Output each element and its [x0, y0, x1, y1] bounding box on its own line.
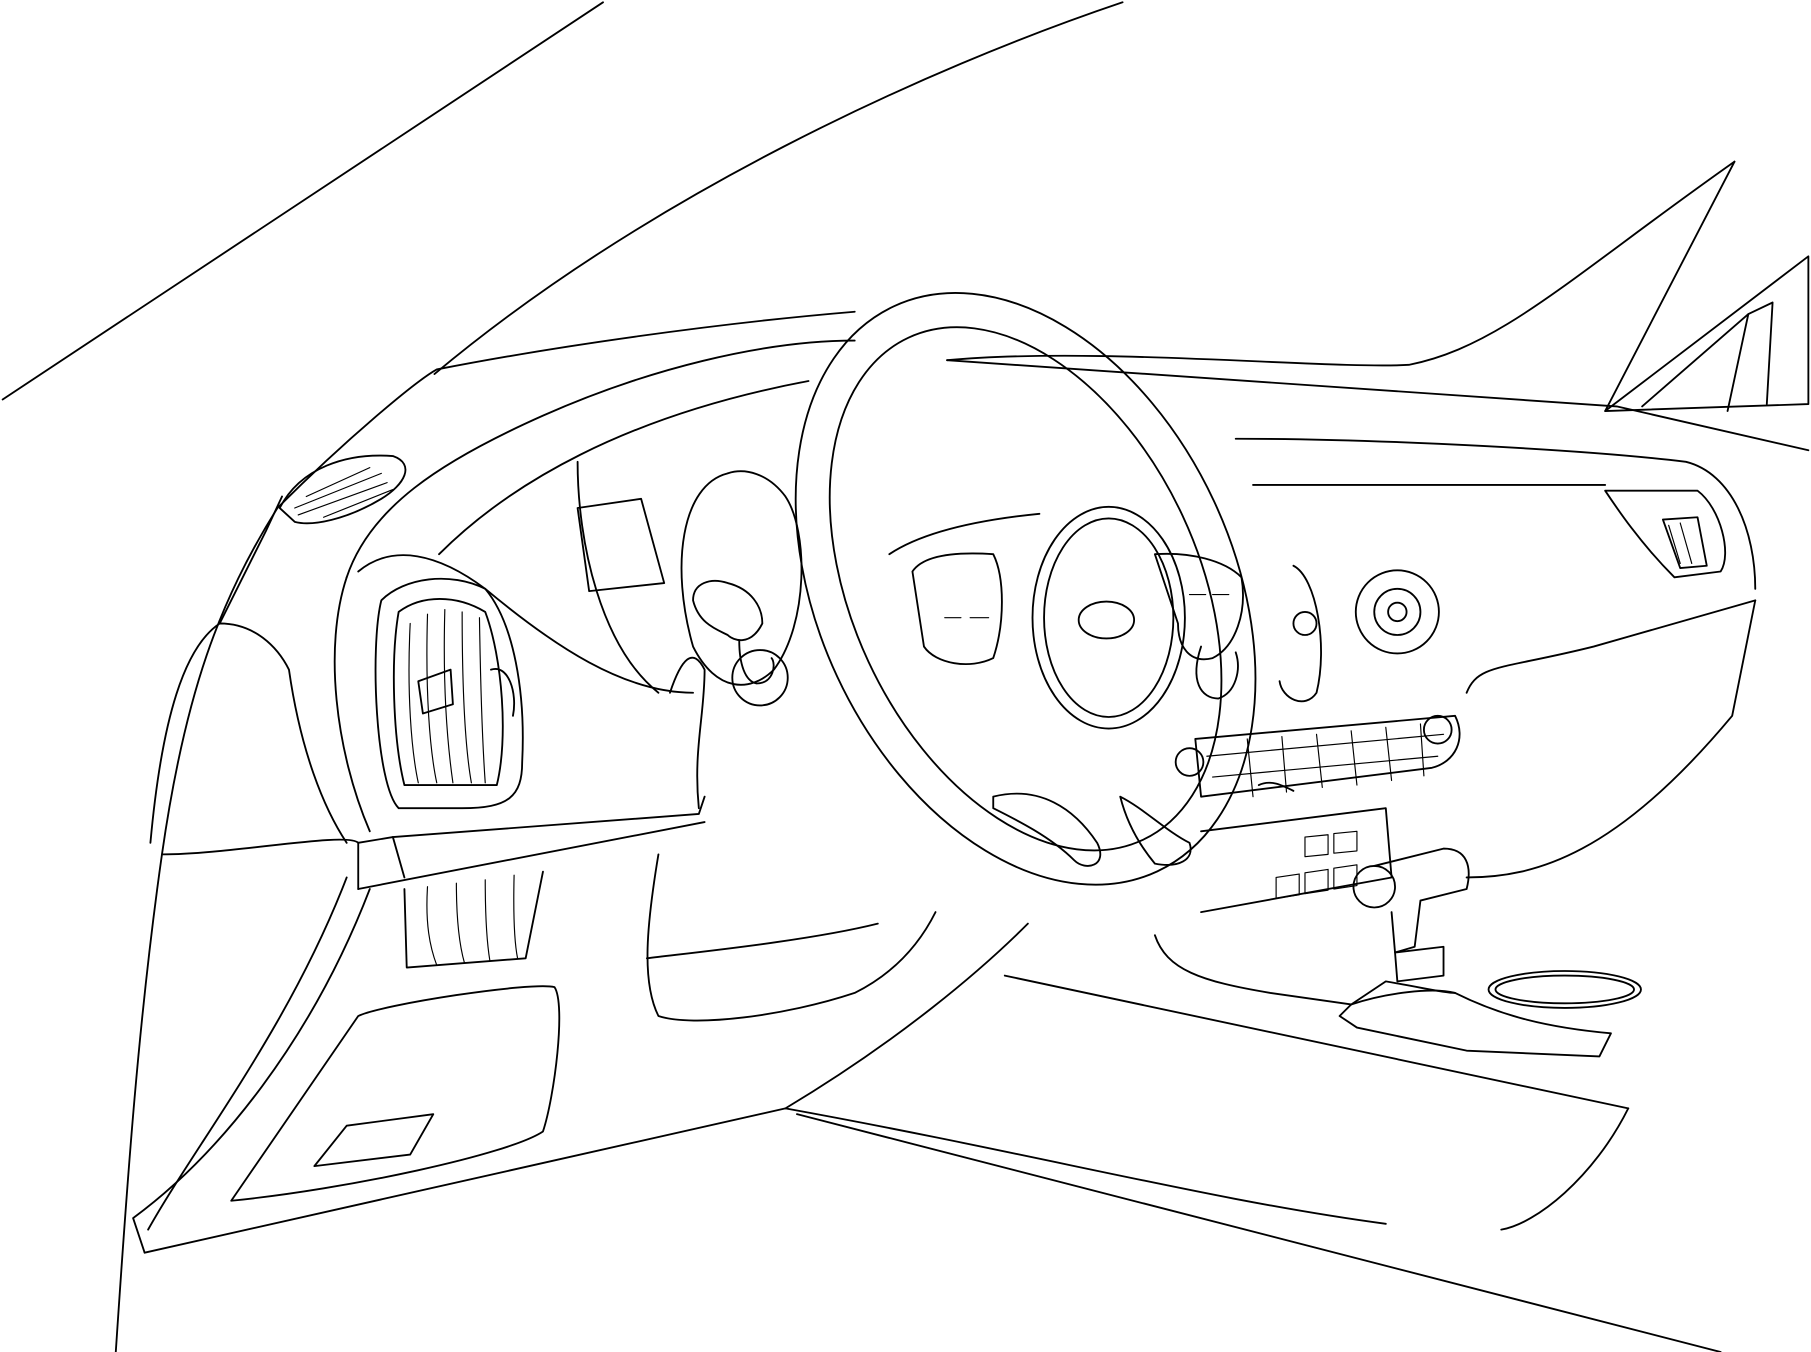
right-spoke-buttons [1153, 552, 1244, 661]
climate-panel [1194, 714, 1461, 798]
gear-shifter [1338, 847, 1642, 1058]
left-corner-vent [278, 454, 407, 525]
steering-hub [1031, 505, 1186, 730]
knob-left [1174, 747, 1205, 777]
steering-wheel [794, 292, 1295, 886]
knob-right [1422, 714, 1453, 745]
instrument-hood [345, 339, 856, 694]
windshield-pillars [1, 1, 1810, 412]
left-side-vent [333, 576, 524, 833]
steering-column [645, 579, 937, 1022]
dashboard-top [114, 160, 1810, 1352]
lower-dashboard-left [132, 795, 787, 1254]
console-floor [784, 922, 1722, 1352]
left-spoke-buttons [911, 552, 1003, 665]
center-vent-right [1354, 569, 1440, 655]
cup-holder [1487, 970, 1642, 1009]
center-stack [1153, 437, 1757, 1006]
right-dash-vent [1604, 489, 1727, 579]
brand-emblem [1077, 600, 1136, 640]
steering-wheel-rim [794, 292, 1257, 886]
